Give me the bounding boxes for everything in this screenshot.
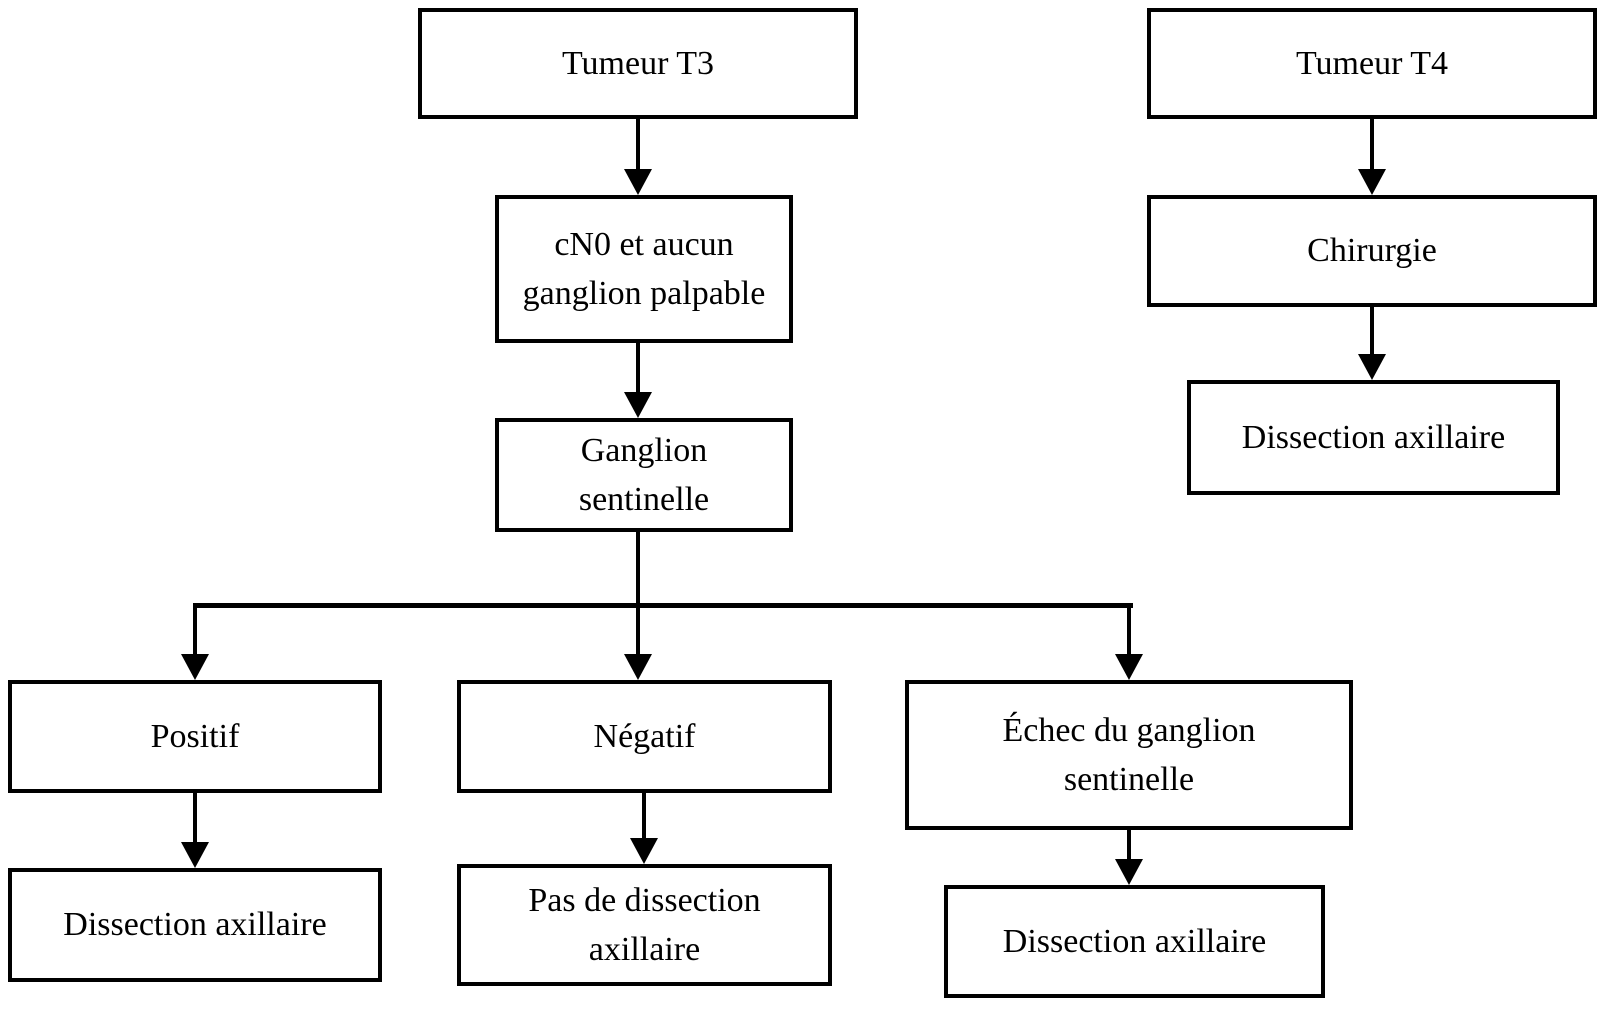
node-positif-label: Positif — [150, 717, 240, 755]
arrow-tumeur-t3-to-cn0 — [624, 119, 652, 195]
arrow-shaft — [193, 793, 197, 844]
arrow-branch-to-echec — [1115, 605, 1143, 680]
arrow-shaft — [636, 343, 640, 394]
arrow-shaft — [1370, 119, 1374, 171]
node-dissection-axillaire-echec: Dissection axillaire — [944, 885, 1325, 998]
arrow-head-icon — [181, 842, 209, 868]
arrow-head-icon — [1358, 354, 1386, 380]
node-pas-de-dissection-axillaire: Pas de dissection axillaire — [457, 864, 832, 986]
arrow-cn0-to-ganglion-sentinelle — [624, 343, 652, 418]
arrow-head-icon — [624, 169, 652, 195]
node-cn0-aucun-ganglion-palpable: cN0 et aucun ganglion palpable — [495, 195, 793, 343]
arrow-chirurgie-to-dissection — [1358, 307, 1386, 380]
arrow-tumeur-t4-to-chirurgie — [1358, 119, 1386, 195]
node-ganglion-sentinelle-label: Ganglion sentinelle — [578, 431, 710, 518]
node-dissection-axillaire-t4: Dissection axillaire — [1187, 380, 1560, 495]
node-chirurgie: Chirurgie — [1147, 195, 1597, 307]
arrow-head-icon — [181, 654, 209, 680]
node-dissection-axillaire-t4-label: Dissection axillaire — [1241, 418, 1506, 456]
node-ganglion-sentinelle: Ganglion sentinelle — [495, 418, 793, 532]
node-dissection-axillaire-positif-label: Dissection axillaire — [63, 906, 327, 944]
arrow-ganglion-sentinelle-to-negatif — [624, 532, 652, 680]
arrow-negatif-to-pas-dissection — [630, 793, 658, 864]
node-tumeur-t3-label: Tumeur T3 — [561, 44, 715, 82]
arrow-head-icon — [624, 392, 652, 418]
arrow-shaft — [636, 119, 640, 171]
node-positif: Positif — [8, 680, 382, 793]
node-tumeur-t4: Tumeur T4 — [1147, 8, 1597, 119]
arrow-shaft — [636, 532, 640, 656]
arrow-shaft — [1370, 307, 1374, 356]
arrow-head-icon — [1115, 654, 1143, 680]
node-chirurgie-label: Chirurgie — [1307, 232, 1437, 270]
node-tumeur-t3: Tumeur T3 — [418, 8, 858, 119]
arrow-shaft — [642, 793, 646, 840]
arrow-shaft — [193, 605, 197, 656]
arrow-head-icon — [624, 654, 652, 680]
arrow-shaft — [1127, 830, 1131, 861]
node-echec-du-ganglion-sentinelle: Échec du ganglion sentinelle — [905, 680, 1353, 830]
node-echec-du-ganglion-sentinelle-label: Échec du ganglion sentinelle — [1002, 711, 1256, 798]
node-tumeur-t4-label: Tumeur T4 — [1295, 44, 1449, 82]
arrow-shaft — [1127, 605, 1131, 656]
node-dissection-axillaire-echec-label: Dissection axillaire — [1002, 922, 1267, 960]
node-cn0-label: cN0 et aucun ganglion palpable — [522, 225, 766, 312]
arrow-head-icon — [1115, 859, 1143, 885]
arrow-positif-to-dissection — [181, 793, 209, 868]
branch-connector-line — [193, 603, 1133, 608]
arrow-branch-to-positif — [181, 605, 209, 680]
node-pas-de-dissection-axillaire-label: Pas de dissection axillaire — [528, 881, 761, 968]
node-dissection-axillaire-positif: Dissection axillaire — [8, 868, 382, 982]
node-negatif: Négatif — [457, 680, 832, 793]
arrow-head-icon — [630, 838, 658, 864]
arrow-echec-to-dissection — [1115, 830, 1143, 885]
arrow-head-icon — [1358, 169, 1386, 195]
node-negatif-label: Négatif — [593, 717, 696, 755]
